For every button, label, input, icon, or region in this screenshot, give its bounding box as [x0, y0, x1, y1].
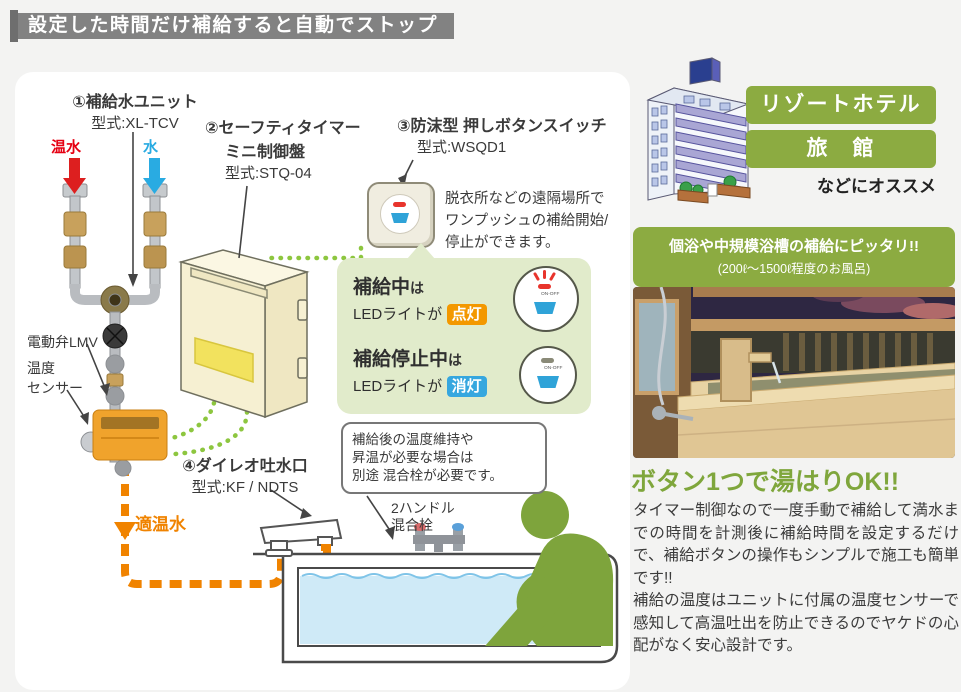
- temp-sensor-label-1: 温度: [27, 360, 55, 376]
- supplying-title: 補給中: [353, 277, 411, 298]
- onoff-text: ON-OFF: [541, 292, 560, 297]
- mixer-note-line1: 補給後の温度維持や: [352, 432, 474, 447]
- switch-led-icon: [393, 202, 406, 207]
- unit-label-model: 型式:XL-TCV: [91, 115, 179, 132]
- button-off-icon: ON-OFF: [519, 346, 577, 404]
- mixer-hot-handle: [414, 523, 426, 531]
- right-body-paragraph2: 補給の温度はユニットに付属の温度センサーで感知して高温吐出を防止できるのでヤケド…: [633, 592, 959, 654]
- led-off-icon: [541, 358, 554, 363]
- stopped-suffix: は: [448, 352, 463, 368]
- warm-water-label: 適温水: [135, 515, 186, 534]
- water-stream: [771, 361, 782, 384]
- right-body-paragraph1: タイマー制御なので一度手動で補給して満水までの時間を計測後に補給時間を設定するだ…: [633, 502, 959, 587]
- diagram-card: ①補給水ユニット 型式:XL-TCV 温水 水 ②セーフティタイマー ミニ制御盤…: [15, 72, 630, 690]
- fit-box-line1: 個浴や中規模浴槽の補給にピッタリ!!: [669, 238, 919, 255]
- mixer-note-line3: 別途 混合栓が必要です。: [352, 468, 503, 483]
- cold-water-label: 水: [143, 139, 159, 156]
- tag-resort-hotel: リゾートホテル: [746, 86, 936, 124]
- led-status-box-tail: [407, 243, 435, 259]
- spout-label-model: 型式:KF / NDTS: [191, 479, 299, 496]
- stopped-title: 補給停止中: [353, 349, 449, 370]
- tub-icon: [534, 302, 556, 314]
- hot-water-label: 温水: [51, 139, 82, 156]
- mixer-label-line2: 混合栓: [391, 517, 433, 533]
- led-ray-icon: [543, 270, 546, 279]
- led-ray-icon: [532, 271, 541, 282]
- push-button-switch-illustration: [367, 182, 435, 248]
- timer-label-model: 型式:STQ-04: [225, 165, 312, 182]
- shower-hose: [657, 287, 667, 406]
- unit-label: ①補給水ユニット 型式:XL-TCV: [45, 88, 225, 133]
- motor-valve-label: 電動弁LMV: [27, 334, 98, 350]
- switch-note-line1: 脱衣所などの遠隔場所で: [445, 191, 605, 207]
- onoff-text: ON-OFF: [544, 366, 563, 371]
- building-windows: [651, 95, 731, 187]
- button-on-icon: ON-OFF: [513, 266, 579, 332]
- timer-label-name2: ミニ制御盤: [225, 144, 306, 161]
- mixer-label: 2ハンドル 混合栓: [391, 500, 455, 534]
- led-text-2: LEDライトが: [353, 378, 443, 395]
- switch-note: 脱衣所などの遠隔場所で ワンプッシュの補給開始/ 停止ができます。: [445, 188, 608, 254]
- control-panel-illustration: [178, 249, 310, 419]
- pointer-arrows: [66, 132, 414, 540]
- switch-button-icon: [380, 194, 420, 234]
- mixer-note-line2: 昇温が必要な場合は: [352, 450, 474, 465]
- timer-label: ②セーフティタイマー ミニ制御盤 型式:STQ-04: [205, 114, 361, 183]
- warm-water-arrowhead: [114, 522, 136, 540]
- bath-photo-scene: [633, 287, 955, 458]
- led-off-badge: 消灯: [446, 376, 487, 397]
- right-heading: ボタン1つで湯はりOK!!: [631, 468, 900, 496]
- tub-icon: [537, 376, 559, 388]
- switch-note-line2: ワンプッシュの補給開始/: [445, 213, 609, 229]
- spout-post: [720, 338, 752, 402]
- switch-tub-icon: [391, 213, 409, 223]
- right-body: タイマー制御なので一度手動で補給して満水までの時間を計測後に補給時間を設定するだ…: [633, 500, 959, 658]
- temp-sensor-illustration: [80, 409, 168, 461]
- fit-box-line2: (200ℓ〜1500ℓ程度のお風呂): [717, 262, 871, 276]
- tag-note: などにオススメ: [817, 177, 936, 196]
- led-on-icon: [538, 284, 551, 289]
- page-title: 設定した時間だけ補給すると自動でストップ: [18, 13, 455, 39]
- mixer-tap-illustration: [413, 523, 465, 552]
- unit-label-name: ①補給水ユニット: [72, 94, 198, 111]
- led-text-1: LEDライトが: [353, 306, 443, 323]
- led-status-box: 補給中は LEDライトが 点灯 ON-OFF 補給停止中は LEDライトが 消灯…: [337, 243, 591, 414]
- diagram-canvas: [62, 132, 619, 664]
- tag-ryokan: 旅 館: [746, 130, 936, 168]
- led-ray-icon: [548, 271, 557, 282]
- temp-sensor-label-2: センサー: [27, 380, 83, 396]
- page-header: 設定した時間だけ補給すると自動でストップ: [10, 10, 455, 42]
- timer-label-name: ②セーフティタイマー: [205, 120, 361, 137]
- switch-label-model: 型式:WSQD1: [417, 139, 507, 156]
- led-on-badge: 点灯: [446, 304, 487, 325]
- hot-inlet-arrow-icon: [63, 158, 86, 194]
- led-off-row: 補給停止中は LEDライトが 消灯: [353, 344, 487, 397]
- spout-label: ④ダイレオ吐水口 型式:KF / NDTS: [155, 452, 335, 497]
- mixer-note-bubble: 補給後の温度維持や 昇温が必要な場合は 別途 混合栓が必要です。: [341, 422, 547, 494]
- bath-photo: [633, 287, 955, 458]
- mixer-cold-handle: [452, 523, 464, 531]
- supplying-suffix: は: [410, 280, 425, 296]
- spout-label-name: ④ダイレオ吐水口: [182, 458, 308, 475]
- building-planters: [677, 175, 751, 204]
- header-accent-cap: [10, 10, 18, 42]
- switch-label-name: ③防沫型 押しボタンスイッチ: [397, 118, 607, 135]
- spout-illustration: [259, 518, 343, 557]
- switch-label: ③防沫型 押しボタンスイッチ 型式:WSQD1: [397, 112, 607, 157]
- switch-note-line3: 停止ができます。: [445, 235, 560, 251]
- cold-inlet-arrow-icon: [143, 158, 166, 194]
- led-on-row: 補給中は LEDライトが 点灯: [353, 272, 487, 325]
- mixer-label-line1: 2ハンドル: [391, 500, 455, 516]
- fit-box: 個浴や中規模浴槽の補給にピッタリ!! (200ℓ〜1500ℓ程度のお風呂): [633, 227, 955, 287]
- building-illustration: [646, 57, 751, 204]
- bathing-person-illustration: [485, 491, 614, 646]
- piping-illustration: [62, 183, 168, 477]
